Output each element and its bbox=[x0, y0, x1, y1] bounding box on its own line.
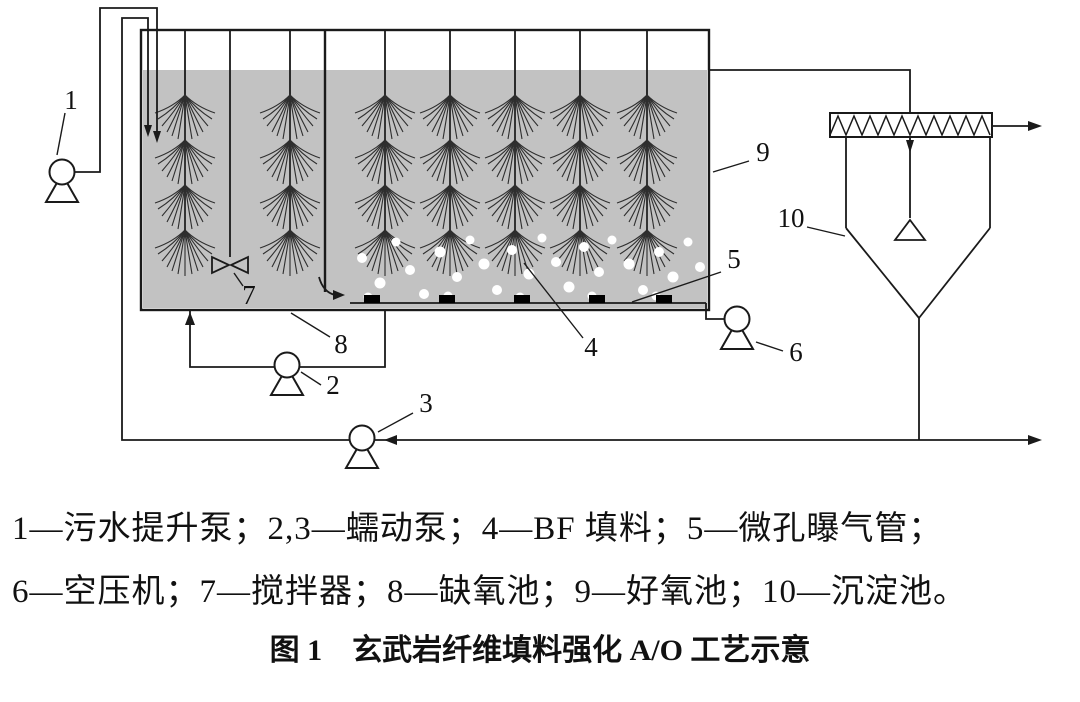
reactor-tank bbox=[139, 28, 711, 312]
label-4-text: 4 bbox=[584, 332, 598, 362]
hopper-right bbox=[918, 227, 991, 319]
air-bubbles bbox=[357, 233, 705, 302]
fiber-column bbox=[549, 31, 611, 277]
stirrer-blade bbox=[228, 255, 249, 275]
air-compressor bbox=[720, 305, 754, 350]
fiber-column bbox=[354, 31, 416, 277]
diffuser bbox=[364, 295, 380, 303]
stirrer-blade bbox=[211, 255, 232, 275]
diffuser bbox=[656, 295, 672, 303]
sludge-return-piping bbox=[121, 17, 1042, 445]
label-1-text: 1 bbox=[64, 85, 78, 115]
label-6: 6 bbox=[755, 337, 803, 367]
label-10: 10 bbox=[778, 203, 846, 237]
return-flow-arrow bbox=[384, 435, 397, 445]
label-7-text: 7 bbox=[242, 280, 256, 310]
label-5: 5 bbox=[631, 244, 741, 303]
aeration-pipe bbox=[350, 295, 725, 320]
label-7: 7 bbox=[233, 272, 256, 310]
label-4: 4 bbox=[523, 262, 598, 362]
label-9: 9 bbox=[712, 137, 770, 173]
influent-piping bbox=[74, 7, 161, 173]
legend-line-1: 1—污水提升泵；2,3—蠕动泵；4—BF 填料；5—微孔曝气管； bbox=[12, 511, 943, 547]
label-2: 2 bbox=[300, 370, 340, 400]
recycle-arrow bbox=[185, 312, 195, 325]
label-9-text: 9 bbox=[756, 137, 770, 167]
peristaltic-pump-2 bbox=[270, 351, 304, 396]
diffuser bbox=[589, 295, 605, 303]
stirrer bbox=[211, 31, 249, 275]
label-1: 1 bbox=[56, 85, 78, 156]
return-inlet-arrow bbox=[144, 125, 152, 137]
sewage-lift-pump bbox=[45, 158, 79, 203]
process-diagram: 1 2 3 4 5 6 7 8 bbox=[45, 7, 1042, 469]
label-8: 8 bbox=[290, 312, 348, 359]
fiber-column bbox=[484, 31, 546, 277]
label-3: 3 bbox=[377, 388, 433, 433]
fiber-column bbox=[154, 31, 216, 277]
waste-sludge-arrow bbox=[1028, 435, 1042, 445]
label-5-text: 5 bbox=[727, 244, 741, 274]
air-supply-line bbox=[705, 303, 725, 320]
diffuser bbox=[514, 295, 530, 303]
peristaltic-pump-3 bbox=[345, 424, 379, 469]
aerobic-fiber-columns bbox=[354, 31, 678, 277]
effluent-out-arrow bbox=[1028, 121, 1042, 131]
fiber-column bbox=[419, 31, 481, 277]
label-6-text: 6 bbox=[789, 337, 803, 367]
figure-title: 图 1 玄武岩纤维填料强化 A/O 工艺示意 bbox=[269, 634, 811, 667]
deflector-cone bbox=[893, 218, 927, 241]
anoxic-fiber-columns bbox=[154, 31, 321, 277]
figure-caption: 1—污水提升泵；2,3—蠕动泵；4—BF 填料；5—微孔曝气管； 6—空压机；7… bbox=[0, 492, 1080, 676]
legend-line-2: 6—空压机；7—搅拌器；8—缺氧池；9—好氧池；10—沉淀池。 bbox=[12, 574, 967, 610]
sedimentation-tank bbox=[829, 112, 1042, 440]
hopper-left bbox=[845, 227, 920, 319]
label-10-text: 10 bbox=[778, 203, 805, 233]
influent-arrow bbox=[153, 131, 161, 143]
fiber-column bbox=[616, 31, 678, 277]
clarifier-inlet-arrow bbox=[906, 140, 914, 153]
baffle-flow-arrow bbox=[333, 290, 345, 300]
diffuser bbox=[439, 295, 455, 303]
fiber-column bbox=[259, 31, 321, 277]
label-8-text: 8 bbox=[334, 329, 348, 359]
label-2-text: 2 bbox=[326, 370, 340, 400]
tank-outline bbox=[139, 28, 711, 312]
effluent-piping bbox=[709, 69, 914, 218]
water-fill bbox=[143, 70, 707, 308]
weir-zigzag bbox=[829, 114, 991, 137]
label-3-text: 3 bbox=[419, 388, 433, 418]
